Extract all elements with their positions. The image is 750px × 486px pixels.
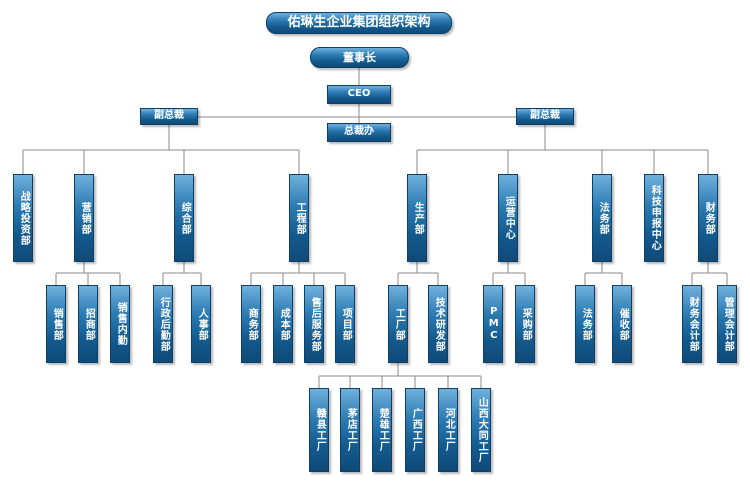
node-legal: 法务部 [592, 174, 612, 262]
node-collection: 催收部 [612, 285, 632, 363]
node-hr: 人事部 [191, 285, 211, 363]
node-cost: 成本部 [273, 285, 293, 363]
node-chairman: 董事长 [310, 47, 409, 68]
node-business: 商务部 [241, 285, 261, 363]
node-factory-maotai: 茅店工厂 [340, 388, 360, 472]
node-factory-ganxian: 赣县工厂 [309, 388, 329, 472]
chart-title: 佑琳生企业集团组织架构 [266, 12, 452, 34]
node-vp-right: 副总裁 [516, 108, 574, 125]
node-mgmt-accounting: 管理会计部 [717, 285, 737, 363]
node-factory-guangxi: 广西工厂 [405, 388, 425, 472]
node-factory-hebei: 河北工厂 [438, 388, 458, 472]
node-engineering: 工程部 [289, 174, 309, 262]
node-vp-left: 副总裁 [140, 108, 198, 125]
node-production: 生产部 [407, 174, 427, 262]
node-president-office: 总裁办 [327, 123, 391, 142]
node-tech-center: 科技申报中心 [644, 174, 664, 262]
node-marketing: 营销部 [74, 174, 94, 262]
node-general: 综合部 [174, 174, 194, 262]
node-finance: 财务部 [698, 174, 718, 262]
node-legal-sub: 法务部 [575, 285, 595, 363]
node-tech-rd: 技术研发部 [428, 285, 448, 363]
node-operations: 运营中心 [498, 174, 518, 262]
node-factory-datong: 山西大同工厂 [471, 388, 491, 472]
node-purchasing: 采购部 [515, 285, 535, 363]
node-project: 项目部 [335, 285, 355, 363]
node-admin-logistics: 行政后勤部 [153, 285, 173, 363]
node-accounting: 财务会计部 [682, 285, 702, 363]
node-ceo: CEO [327, 85, 391, 104]
node-factory-dept: 工厂部 [388, 285, 408, 363]
node-pmc: PMC [483, 285, 503, 363]
node-sales: 销售部 [46, 285, 66, 363]
node-investment: 招商部 [78, 285, 98, 363]
node-strategy: 战略投资部 [13, 174, 33, 262]
node-sales-internal: 销售内勤 [110, 285, 130, 363]
node-factory-chuxiong: 楚雄工厂 [372, 388, 392, 472]
node-after-sales: 售后服务部 [304, 285, 324, 363]
